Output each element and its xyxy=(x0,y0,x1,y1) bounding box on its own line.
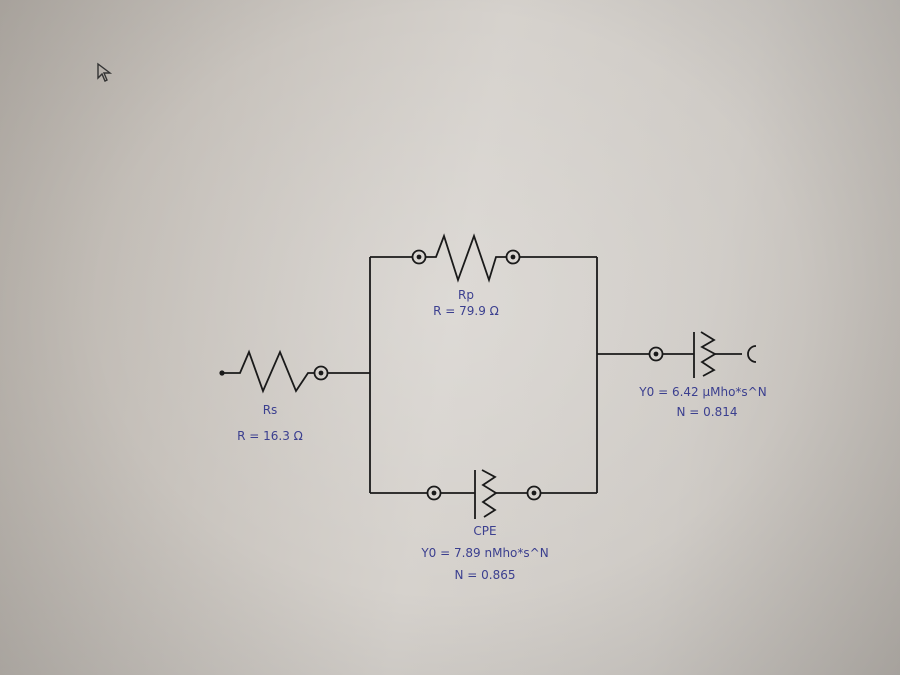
open-terminal-c-icon xyxy=(747,345,757,363)
cpe-element-2[interactable] xyxy=(597,331,757,378)
resistor-zigzag xyxy=(222,349,315,394)
cpe2-y0-label: Y0 = 6.42 µMho*s^N xyxy=(638,385,766,399)
cpe2-n-label: N = 0.814 xyxy=(676,405,737,419)
resistor-rs[interactable] xyxy=(219,349,370,394)
cpe-name-label: CPE xyxy=(473,524,496,538)
cpe-zigzag xyxy=(700,331,717,377)
cpe-y0-label: Y0 = 7.89 nMho*s^N xyxy=(420,546,548,560)
cpe-n-label: N = 0.865 xyxy=(454,568,515,582)
rp-value-label: R = 79.9 Ω xyxy=(433,304,499,318)
mouse-pointer-icon xyxy=(97,62,113,82)
cpe-element[interactable] xyxy=(370,469,597,519)
rs-value-label: R = 16.3 Ω xyxy=(237,429,303,443)
cpe-zigzag xyxy=(481,469,498,518)
resistor-zigzag xyxy=(425,233,507,283)
rp-name-label: Rp xyxy=(458,288,474,302)
resistor-rp[interactable] xyxy=(370,233,597,283)
rs-name-label: Rs xyxy=(263,403,278,417)
